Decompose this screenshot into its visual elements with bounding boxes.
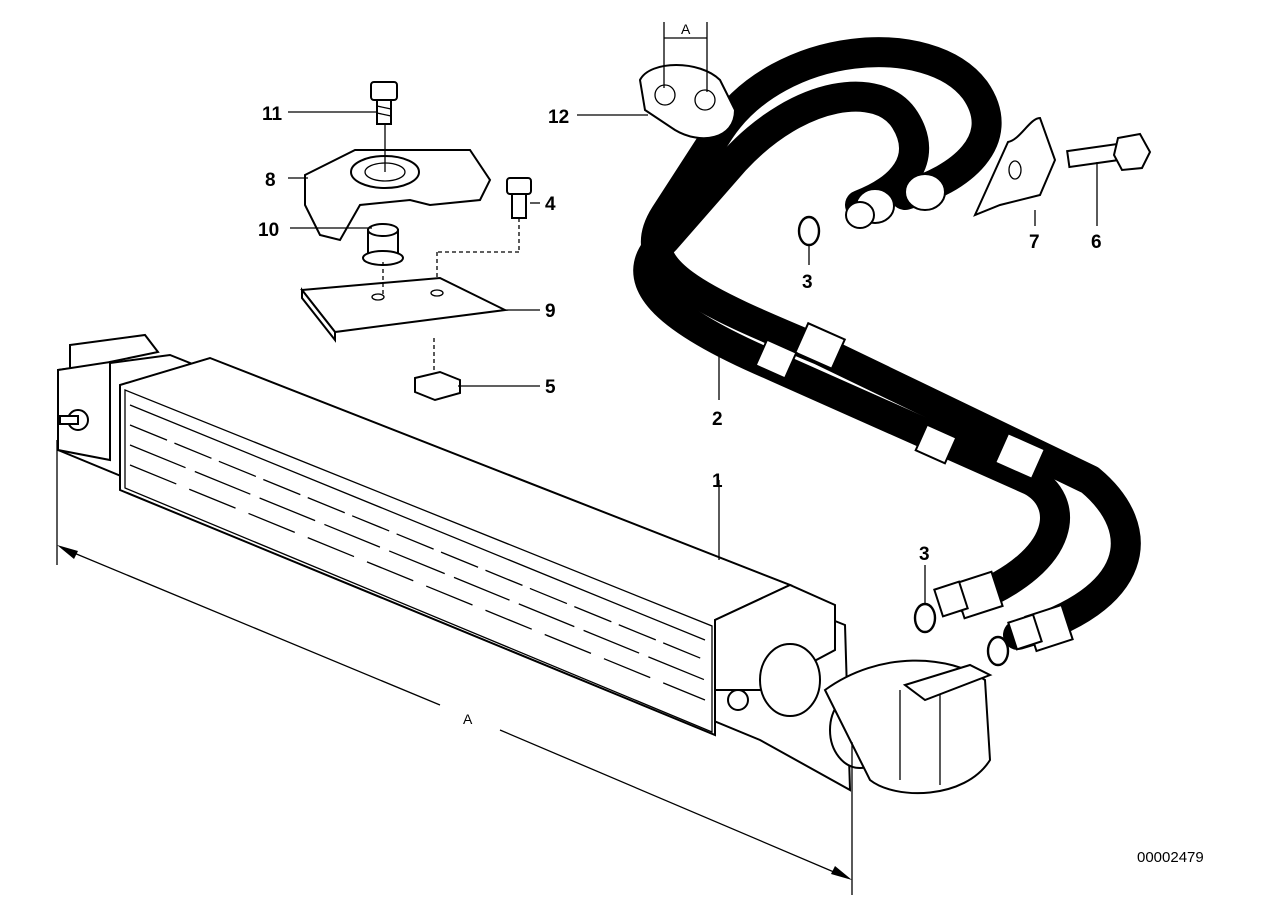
sealing-washer-lower-b [986, 635, 1010, 667]
callout-1: 1 [712, 471, 723, 492]
bracket-7 [973, 116, 1057, 217]
bolt-11 [370, 81, 398, 125]
lower-fittings [933, 570, 1074, 653]
clip-dimension-a-label: A [681, 21, 691, 37]
bolt-4 [436, 177, 532, 292]
sealing-washer-lower-a [913, 602, 937, 634]
oil-cooler-hose-lines [633, 37, 1141, 653]
callout-7: 7 [1029, 232, 1040, 253]
plate-9 [300, 262, 509, 372]
callout-2: 2 [712, 409, 723, 430]
diagram-reference-number: 00002479 [1137, 849, 1204, 866]
bolt-6 [1066, 132, 1152, 172]
nut-5 [414, 370, 461, 402]
callout-10: 10 [258, 220, 279, 241]
bushing-10 [362, 223, 404, 266]
callout-leaders [288, 111, 1098, 604]
sealing-washer-upper [797, 215, 821, 247]
callout-4: 4 [545, 194, 556, 215]
callout-11: 11 [262, 104, 283, 125]
callout-6: 6 [1091, 232, 1102, 253]
callout-3-upper: 3 [802, 272, 813, 293]
callout-5: 5 [545, 377, 556, 398]
callout-3-lower: 3 [919, 544, 930, 565]
dimension-a-overall: A [56, 440, 853, 895]
holder-8 [304, 124, 492, 242]
dimension-a-label: A [463, 711, 473, 727]
callout-8: 8 [265, 170, 276, 191]
callout-12: 12 [548, 107, 569, 128]
callout-9: 9 [545, 301, 556, 322]
oil-cooler-body [57, 333, 993, 795]
clip-12 [638, 22, 737, 140]
